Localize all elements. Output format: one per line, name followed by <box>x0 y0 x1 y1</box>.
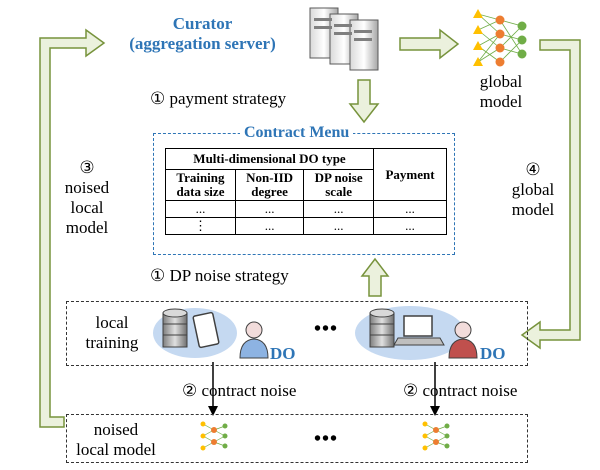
table-header-row: Multi-dimensional DO type Payment <box>165 148 447 201</box>
ellipsis-models: ••• <box>314 428 339 450</box>
payment-down-arrow <box>348 79 380 124</box>
noised-model-nodes-right <box>422 421 450 451</box>
right-database-icon <box>369 308 395 348</box>
table-cell: ... <box>373 200 447 218</box>
ellipsis-devices: ••• <box>314 318 339 340</box>
contract-menu-table: Multi-dimensional DO type Payment Traini… <box>165 148 447 235</box>
contract-noise-arrow-left <box>208 362 218 416</box>
contract-noise-arrow-right <box>430 362 440 416</box>
table-row: ⋮ ... ... ... <box>165 217 447 235</box>
right-user-icon <box>448 321 478 359</box>
table-cell: ... <box>234 200 305 218</box>
tablet-icon <box>192 311 220 349</box>
noised-model-nodes-left <box>200 421 228 451</box>
do-label-left: DO <box>270 344 296 363</box>
local-training-box <box>66 301 528 366</box>
noised-local-model-step-label: ③ noised local model <box>52 158 122 238</box>
payment-strategy-label: ① payment strategy <box>150 89 287 108</box>
table-cell: ... <box>373 217 447 235</box>
dp-noise-strategy-label: ① DP noise strategy <box>150 266 289 285</box>
do-label-right: DO <box>480 344 506 363</box>
loop-arrow-right <box>520 39 581 350</box>
step-2-badge: ② <box>403 381 419 400</box>
noised-local-model-box <box>66 414 528 463</box>
local-training-label: local training <box>85 313 139 352</box>
contract-noise-label-right: ② contract noise <box>403 381 518 400</box>
table-cell: ... <box>303 200 374 218</box>
contract-menu-title: Contract Menu <box>240 124 354 142</box>
laptop-icon <box>393 315 445 346</box>
table-cell: ... <box>165 200 236 218</box>
left-user-icon <box>239 321 269 359</box>
loop-arrow-left <box>39 28 106 428</box>
do-type-header: Multi-dimensional DO type <box>165 148 374 170</box>
curator-label: Curator (aggregation server) <box>129 14 276 53</box>
curator-to-global-arrow <box>399 28 460 60</box>
server-icon <box>309 7 379 71</box>
table-cell: ... <box>303 217 374 235</box>
table-cell: ... <box>234 217 305 235</box>
step-3-badge: ③ <box>79 158 95 177</box>
step-1-badge: ① <box>150 89 166 108</box>
global-model-nodes <box>473 9 527 67</box>
table-cell: ⋮ <box>165 217 236 235</box>
step-4-badge: ④ <box>525 160 541 179</box>
step-1-badge: ① <box>150 266 166 285</box>
global-model-label: global model <box>479 72 523 111</box>
global-model-step-label: ④ global model <box>498 160 568 220</box>
left-database-icon <box>162 308 188 348</box>
dp-up-arrow <box>360 257 390 297</box>
payment-header: Payment <box>373 148 447 201</box>
contract-noise-label-left: ② contract noise <box>182 381 297 400</box>
step-2-badge: ② <box>182 381 198 400</box>
noised-local-model-label: noised local model <box>76 420 156 459</box>
table-row: ... ... ... ... <box>165 200 447 218</box>
